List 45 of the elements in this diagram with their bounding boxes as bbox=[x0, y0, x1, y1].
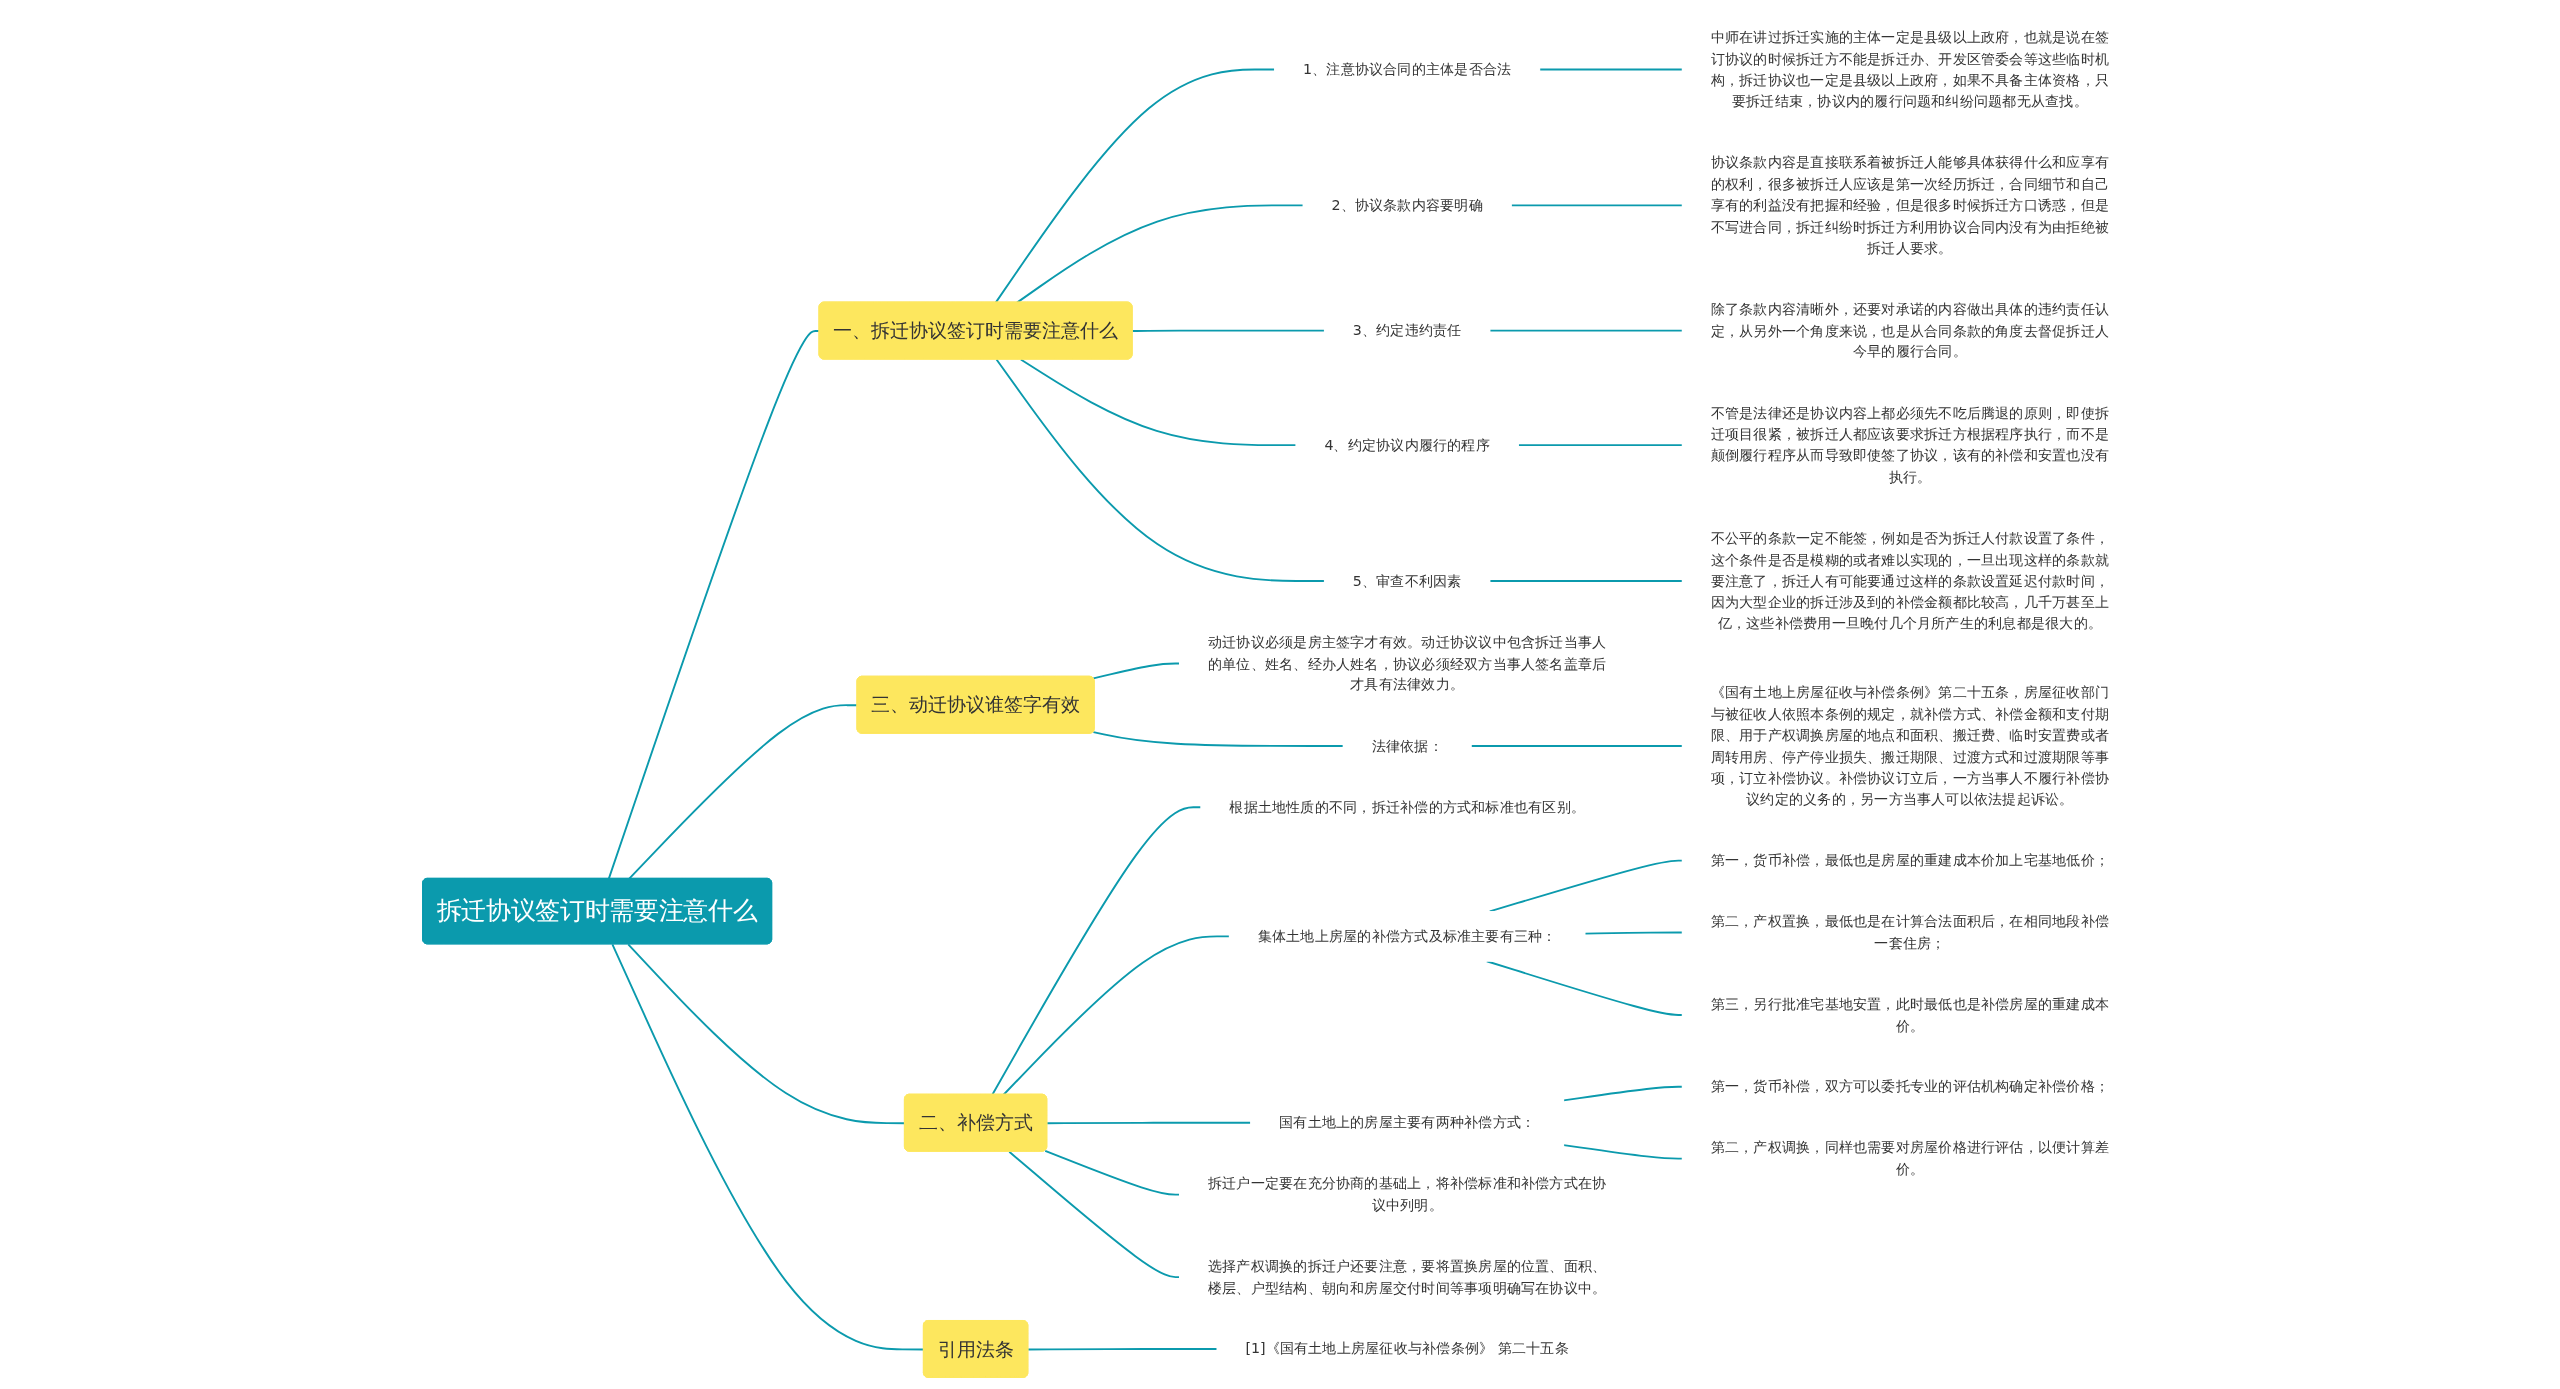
connector bbox=[1470, 744, 1684, 747]
connector bbox=[1046, 1121, 1252, 1124]
connector bbox=[1562, 1085, 1684, 1101]
node-text: 2、协议条款内容要明确 bbox=[1331, 196, 1483, 214]
node-text: 协议条款内容是直接联系着被拆迁人能够具体获得什么和应享有的权利，很多被拆迁人应该是第一次经历拆迁，合同细节和自己享有的利益没有把握和经验，但是很多时候拆迁方口诱惑，但是不写进合同，拆迁纠纷时拆迁方利用协议合同内没有为由拒绝被拆迁人要求。 bbox=[1710, 153, 2110, 256]
connector bbox=[1517, 443, 1684, 446]
connector bbox=[1092, 730, 1345, 747]
connector bbox=[1538, 68, 1684, 70]
connector bbox=[611, 942, 925, 1350]
node-text: 第二，产权置换，最低也是在计算合法面积后，在相同地段补偿一套住房； bbox=[1710, 912, 2110, 951]
connector bbox=[1092, 662, 1181, 679]
connector bbox=[1488, 579, 1684, 582]
node-text: 法律依据： bbox=[1371, 736, 1443, 754]
node-text: 3、约定违约责任 bbox=[1352, 321, 1462, 339]
node-text: 动迁协议必须是房主签字才有效。动迁协议议中包含拆迁当事人的单位、姓名、经办人姓名，协议必须经双方当事人签名盖章后才具有法律效力。 bbox=[1207, 632, 1607, 693]
node-text: 《国有土地上房屋征收与补偿条例》第二十五条，房屋征收部门与被征收人依照本条例的规定，就补偿方式、补偿金额和支付期限、用于产权调换房屋的地点和面积、搬迁费、临时安置费或者周转用房、停产停业损失、搬迁期限、过渡方式和过渡期限等事项，订立补偿协议。补偿协议订立后，一方当事人不履行补偿协议约定的义务的，另一方当事人可以依法提起诉讼。 bbox=[1710, 683, 2110, 808]
node-text: 第一，货币补偿，双方可以委托专业的评估机构确定补偿价格； bbox=[1710, 1077, 2110, 1095]
connector bbox=[1488, 329, 1684, 332]
node-text: 不公平的条款一定不能签，例如是否为拆迁人付款设置了条件，这个条件是否是模糊的或者难以实现的，一旦出现这样的条款就要注意了，拆迁人有可能要通过这样的条款设置延迟付款时间，因为大型企业的拆迁涉及到的补偿金额都比较高，几千万甚至上亿，这些补偿费用一旦晚付几个月所产生的利息都是很大的。 bbox=[1710, 529, 2110, 632]
connector bbox=[1027, 1347, 1218, 1350]
connector bbox=[1485, 959, 1684, 1016]
node-text: 选择产权调换的拆迁户还要注意，要将置换房屋的位置、面积、楼层、户型结构、朝向和房屋交付时间等事项明确写在协议中。 bbox=[1207, 1257, 1607, 1296]
connector bbox=[1008, 1150, 1181, 1278]
connector bbox=[1562, 1143, 1684, 1160]
node-text: 不管是法律还是协议内容上都必须先不吃后腾退的原则，即使拆迁项目很紧，被拆迁人都应该要求拆迁方根据程序执行，而不是颠倒履行程序从而导致即使签了协议，该有的补偿和安置也没有执行。 bbox=[1710, 403, 2110, 485]
connector bbox=[1044, 1149, 1181, 1196]
node-text: 第一，货币补偿，最低也是房屋的重建成本价加上宅基地低价； bbox=[1710, 851, 2110, 869]
connector bbox=[1131, 329, 1326, 332]
node-text: 拆迁户一定要在充分协商的基础上，将补偿标准和补偿方式在协议中列明。 bbox=[1207, 1174, 1607, 1214]
connector bbox=[995, 358, 1326, 582]
connector bbox=[1019, 358, 1297, 446]
node-text: 中师在讲过拆迁实施的主体一定是县级以上政府，也就是说在签订协议的时候拆迁方不能是拆迁办、开发区管委会等这些临时机构，拆迁协议也一定是县级以上政府，如果不具备主体资格，只要拆迁结束，协议内的履行问题和纠纷问题都无从查找。 bbox=[1710, 28, 2110, 110]
node-text: 4、约定协议内履行的程序 bbox=[1324, 435, 1490, 453]
connector bbox=[1510, 203, 1684, 206]
node-text: 第二，产权调换，同样也需要对房屋价格进行评估，以便计算差价。 bbox=[1710, 1138, 2110, 1178]
node-text: 第三，另行批准宅基地安置，此时最低也是补偿房屋的重建成本价。 bbox=[1710, 995, 2110, 1034]
node-text: 根据土地性质的不同，拆迁补偿的方式和标准也有区别。 bbox=[1229, 797, 1585, 816]
node-text: 5、审查不利因素 bbox=[1352, 571, 1462, 589]
node-text: [1]《国有土地上房屋征收与补偿条例》 第二十五条 bbox=[1245, 1339, 1569, 1357]
connector bbox=[627, 942, 906, 1124]
connector bbox=[1584, 930, 1684, 935]
node-text: 除了条款内容清晰外，还要对承诺的内容做出具体的违约责任认定，从另外一个角度来说，也是从合同条款的角度去督促拆迁人今早的履行合同。 bbox=[1710, 299, 2110, 360]
node-text: 集体土地上房屋的补偿方式及标准主要有三种： bbox=[1257, 927, 1557, 945]
node-text: 国有土地上的房屋主要有两种补偿方式： bbox=[1279, 1113, 1536, 1131]
node-text: 1、注意协议合同的主体是否合法 bbox=[1302, 60, 1512, 78]
